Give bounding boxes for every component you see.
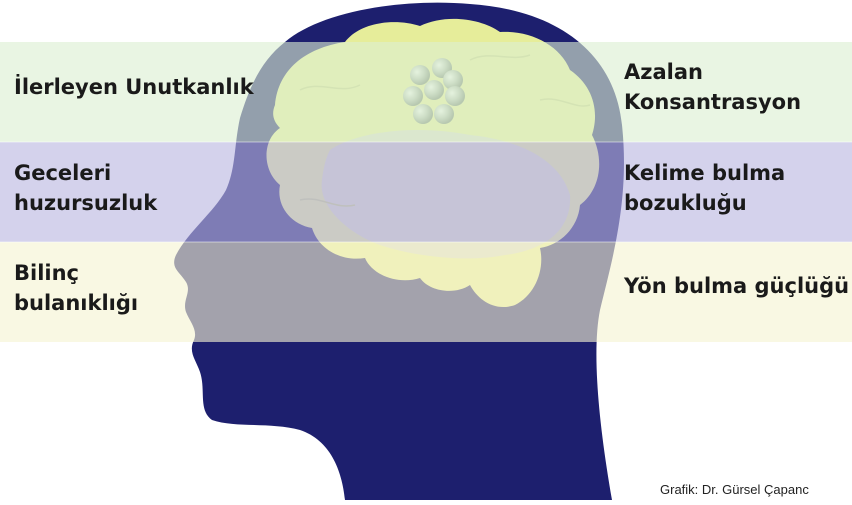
label-bilinc-bulanikligi: Bilinç bulanıklığı xyxy=(14,258,138,318)
label-line: Yön bulma güçlüğü xyxy=(624,271,849,301)
label-line: huzursuzluk xyxy=(14,188,157,218)
label-kelime-bulma-bozuklugu: Kelime bulma bozukluğu xyxy=(624,158,785,218)
label-line: Geceleri xyxy=(14,158,157,188)
label-line: Konsantrasyon xyxy=(624,87,801,117)
credit-text: Grafik: Dr. Gürsel Çapanc xyxy=(660,482,809,497)
label-line: İlerleyen Unutkanlık xyxy=(14,72,254,102)
label-line: Azalan xyxy=(624,57,801,87)
label-azalan-konsantrasyon: Azalan Konsantrasyon xyxy=(624,57,801,117)
label-yon-bulma-guclugu: Yön bulma güçlüğü xyxy=(624,271,849,301)
label-line: bozukluğu xyxy=(624,188,785,218)
label-line: Bilinç xyxy=(14,258,138,288)
label-line: Kelime bulma xyxy=(624,158,785,188)
label-ilerleyen-unutkanlik: İlerleyen Unutkanlık xyxy=(14,72,254,102)
label-line: bulanıklığı xyxy=(14,288,138,318)
label-geceleri-huzursuzluk: Geceleri huzursuzluk xyxy=(14,158,157,218)
